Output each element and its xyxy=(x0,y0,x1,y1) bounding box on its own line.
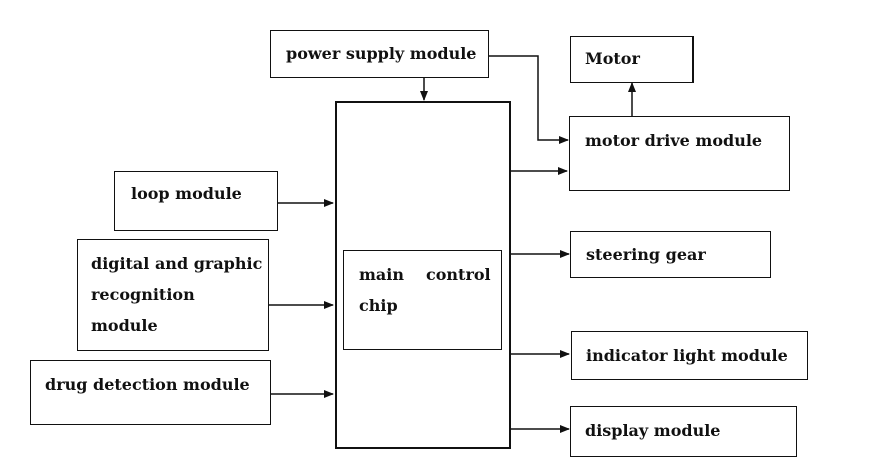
digital-graphic-recognition-line2: recognition xyxy=(91,285,195,304)
main-control-chip-word1: main xyxy=(359,265,405,284)
power-supply-module-label: power supply module xyxy=(286,44,477,63)
display-module-label: display module xyxy=(585,421,721,440)
power-supply-module-box xyxy=(270,30,489,78)
main-control-chip-word2: control xyxy=(426,265,491,284)
motor-drive-module-box xyxy=(569,116,790,191)
loop-module-box xyxy=(114,171,278,231)
main-control-chip-word3: chip xyxy=(359,296,398,315)
display-module-box xyxy=(570,406,797,457)
steering-gear-label: steering gear xyxy=(586,245,706,264)
indicator-light-module-label: indicator light module xyxy=(586,346,788,365)
digital-graphic-recognition-line3: module xyxy=(91,316,158,335)
drug-detection-module-label: drug detection module xyxy=(45,375,250,394)
indicator-light-module-box xyxy=(571,331,808,380)
digital-graphic-recognition-line1: digital and graphic xyxy=(91,254,263,273)
main-control-chip-box xyxy=(343,250,502,350)
drug-detection-module-box xyxy=(30,360,271,425)
digital-graphic-recognition-module-box xyxy=(77,239,269,351)
loop-module-label: loop module xyxy=(131,184,242,203)
motor-box xyxy=(570,36,694,83)
motor-label: Motor xyxy=(585,49,640,68)
arrow-power-to-motor-drive xyxy=(489,55,569,144)
motor-drive-module-label: motor drive module xyxy=(585,131,763,150)
steering-gear-box xyxy=(570,231,771,278)
